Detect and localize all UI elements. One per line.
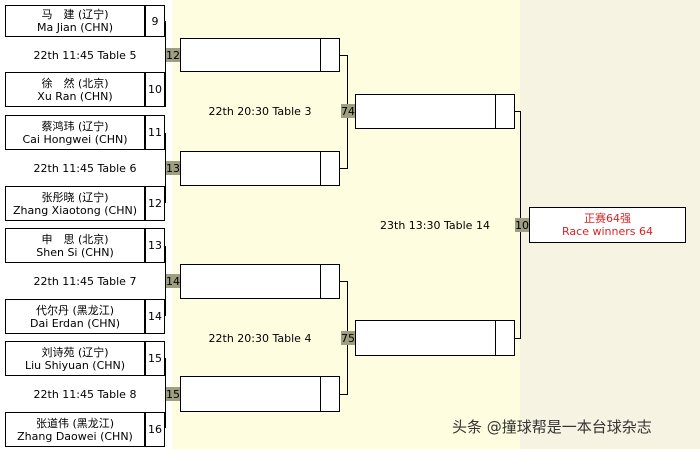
player-en-name: Ma Jian (CHN) xyxy=(36,21,113,34)
quarterfinal-slot xyxy=(180,376,340,412)
match-label: 22th 11:45 Table 6 xyxy=(33,161,137,175)
match-label: 22th 20:30 Table 3 xyxy=(208,104,312,118)
match-number-tag: 75 xyxy=(341,331,355,345)
player-cn-name: 申 思 (北京) xyxy=(41,232,109,246)
bracket-line xyxy=(165,21,166,107)
watermark: 头条 @撞球帮是一本台球杂志 xyxy=(452,418,652,436)
match-number-tag: 12 xyxy=(166,48,180,62)
match-number-tag: 15 xyxy=(166,387,180,401)
bracket-line xyxy=(515,111,521,112)
bracket-line xyxy=(340,55,348,56)
player-en-name: Liu Shiyuan (CHN) xyxy=(24,358,126,372)
match-number-tag: 10 xyxy=(515,218,529,232)
bracket-line xyxy=(165,358,166,428)
bracket-line xyxy=(340,281,348,282)
match-label: 22th 20:30 Table 4 xyxy=(208,331,312,345)
winner-en-label: Race winners 64 xyxy=(562,225,653,238)
bracket-line xyxy=(340,394,348,395)
player-en-name: Cai Hongwei (CHN) xyxy=(22,132,128,146)
match-label: 22th 11:45 Table 7 xyxy=(33,274,137,288)
semifinal-slot xyxy=(355,320,515,356)
player-cn-name: 马 建 (辽宁) xyxy=(41,8,109,21)
round1-column-bg xyxy=(172,0,348,449)
player-seed: 14 xyxy=(145,299,165,334)
player-seed: 16 xyxy=(145,412,165,447)
match-label: 22th 11:45 Table 8 xyxy=(33,387,137,401)
player-seed: 10 xyxy=(145,72,165,107)
quarterfinal-slot xyxy=(180,264,340,299)
round3-column-bg xyxy=(348,0,520,449)
player-seed: 11 xyxy=(145,115,165,150)
player-seed: 9 xyxy=(145,5,165,37)
player-cn-name: 徐 然 (北京) xyxy=(41,76,109,90)
match-number-tag: 74 xyxy=(341,104,355,118)
winner-slot: 正赛64强 Race winners 64 xyxy=(529,207,686,243)
winner-cn-label: 正赛64强 xyxy=(584,212,631,225)
match-number-tag: 13 xyxy=(166,161,180,175)
player-en-name: Xu Ran (CHN) xyxy=(37,89,113,103)
player-en-name: Shen Si (CHN) xyxy=(36,245,114,259)
bracket-line xyxy=(515,338,521,339)
player-en-name: Dai Erdan (CHN) xyxy=(30,316,120,330)
player-cn-name: 刘诗苑 (辽宁) xyxy=(41,345,109,359)
match-label: 22th 11:45 Table 5 xyxy=(33,48,137,62)
player-cn-name: 张彤晓 (辽宁) xyxy=(41,190,109,204)
player-cn-name: 蔡鸿玮 (辽宁) xyxy=(41,119,109,133)
match-label: 23th 13:30 Table 14 xyxy=(380,218,490,232)
player-cn-name: 张道伟 (黑龙江) xyxy=(35,416,115,430)
quarterfinal-slot xyxy=(180,38,340,72)
player-seed: 13 xyxy=(145,228,165,263)
player-en-name: Zhang Xiaotong (CHN) xyxy=(12,203,138,217)
quarterfinal-slot xyxy=(180,151,340,186)
player-en-name: Zhang Daowei (CHN) xyxy=(17,429,133,443)
player-seed: 12 xyxy=(145,186,165,221)
player-cn-name: 代尔丹 (黑龙江) xyxy=(35,303,115,317)
player-seed: 15 xyxy=(145,341,165,376)
semifinal-slot xyxy=(355,94,515,129)
match-number-tag: 14 xyxy=(166,274,180,288)
bracket-line xyxy=(340,168,348,169)
